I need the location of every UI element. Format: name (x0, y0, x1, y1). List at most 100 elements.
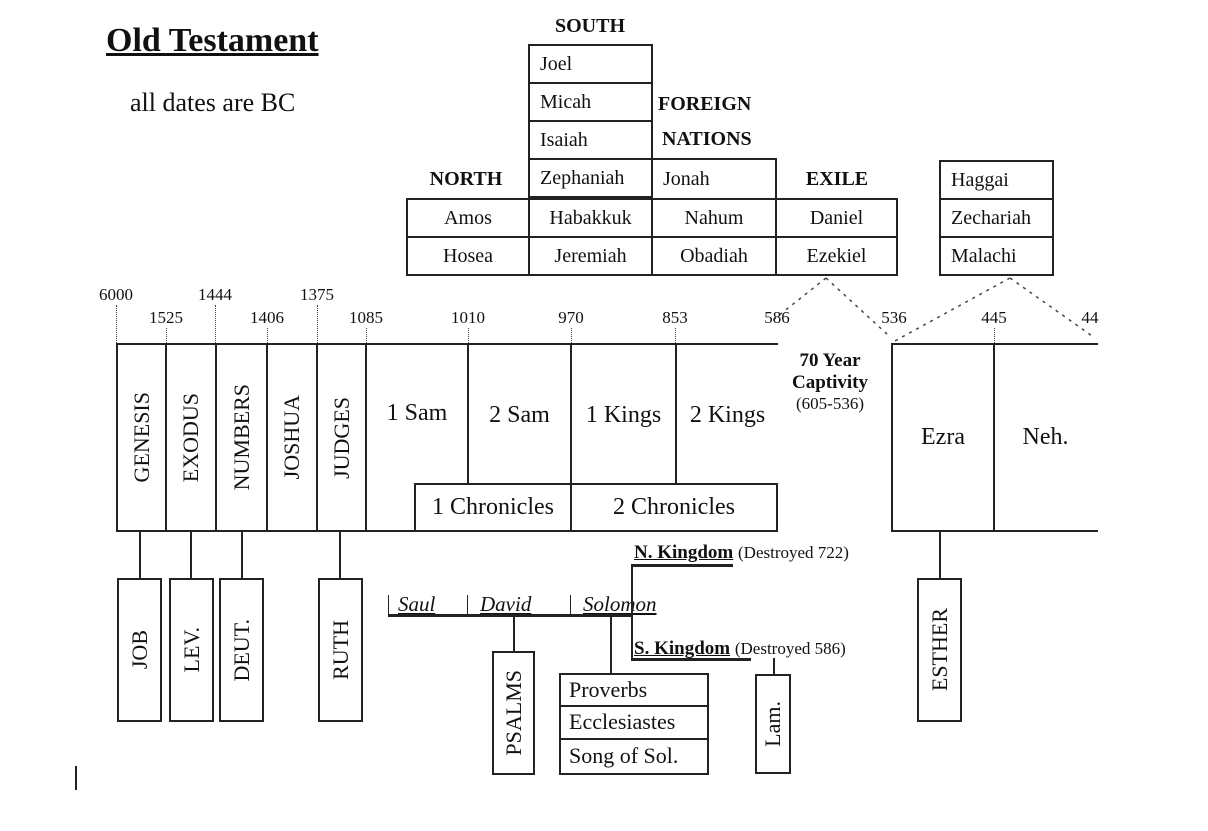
date-tick (267, 328, 268, 343)
n-kingdom-line (631, 564, 733, 567)
date-tick (571, 328, 572, 343)
s-kingdom-note: (Destroyed 586) (734, 639, 846, 658)
page-title: Old Testament (106, 22, 319, 59)
north-header: NORTH (429, 168, 503, 190)
king-solomon: Solomon (583, 592, 657, 616)
book-1-sam: 1 Sam (386, 399, 448, 426)
prophet-cell: Obadiah (651, 236, 777, 276)
book-judges: JUDGES (316, 343, 367, 532)
s-kingdom-label: S. Kingdom (Destroyed 586) (634, 638, 846, 660)
captivity-label: 70 Year Captivity (605-536) (780, 350, 880, 414)
book-proverbs: Proverbs (561, 675, 707, 708)
book-deuteronomy: DEUT. (219, 578, 264, 722)
prophet-cell: Ezekiel (775, 236, 898, 276)
book-2-chronicles: 2 Chronicles (570, 483, 778, 532)
book-label: DEUT. (228, 618, 254, 682)
prophet-cell: Habakkuk (528, 198, 653, 238)
book-label: PSALMS (500, 670, 526, 756)
stray-mark (75, 766, 77, 790)
book-numbers: NUMBERS (215, 343, 268, 532)
book-label: ESTHER (926, 608, 952, 692)
book-1-kings: 1 Kings (570, 343, 677, 485)
prophet-cell: Zephaniah (528, 158, 653, 198)
book-job: JOB (117, 578, 162, 722)
book-label: GENESIS (128, 392, 154, 483)
tick (570, 595, 571, 615)
book-2-kings: 2 Kings (675, 343, 778, 485)
n-kingdom-label: N. Kingdom (Destroyed 722) (634, 542, 849, 564)
n-kingdom-name: N. Kingdom (634, 542, 734, 563)
book-leviticus: LEV. (169, 578, 214, 722)
date-tick (675, 328, 676, 343)
book-lamentations: Lam. (755, 674, 791, 774)
king-saul: Saul (398, 592, 436, 616)
prophet-cell: Jeremiah (528, 236, 653, 276)
s-kingdom-name: S. Kingdom (634, 638, 731, 659)
book-label: Lam. (760, 701, 785, 747)
date-label: 6000 (99, 285, 133, 304)
date-label: 1444 (198, 285, 232, 304)
date-tick (166, 328, 167, 343)
book-genesis: GENESIS (116, 343, 167, 532)
date-label: 970 (558, 308, 584, 327)
s-kingdom-line (631, 658, 751, 661)
book-nehemiah: Neh. (993, 343, 1098, 532)
prophet-cell: Hosea (406, 236, 530, 276)
book-2-sam: 2 Sam (467, 343, 572, 485)
connector (139, 532, 141, 580)
date-tick (116, 305, 117, 343)
king-david: David (480, 592, 532, 616)
date-label: 536 (881, 308, 907, 327)
prophet-cell: Jonah (651, 158, 777, 200)
book-label: JOSHUA (279, 395, 304, 480)
exile-header: EXILE (805, 168, 869, 190)
book-ezra: Ezra (891, 343, 995, 532)
captivity-line3: (605-536) (796, 394, 864, 413)
book-song-of-solomon: Song of Sol. (569, 742, 679, 768)
page-subtitle: all dates are BC (130, 88, 296, 117)
captivity-line2: Captivity (792, 372, 868, 393)
south-header: SOUTH (554, 15, 626, 37)
connector (241, 532, 243, 580)
book-exodus: EXODUS (165, 343, 217, 532)
book-label: RUTH (327, 620, 353, 680)
tick (388, 595, 389, 615)
date-label: 1010 (451, 308, 485, 327)
book-label: JOB (126, 630, 152, 670)
foreign-header-2: NATIONS (662, 128, 752, 150)
book-1-chronicles: 1 Chronicles (414, 483, 572, 532)
book-esther: ESTHER (917, 578, 962, 722)
book-label: JUDGES (328, 396, 354, 479)
book-label: EXODUS (178, 392, 203, 483)
date-label: 853 (662, 308, 688, 327)
date-tick (994, 328, 995, 343)
kings-line (388, 614, 631, 617)
book-ecclesiastes: Ecclesiastes (561, 707, 707, 740)
prophet-cell: Amos (406, 198, 530, 238)
date-label: 1085 (349, 308, 383, 327)
book-psalms: PSALMS (492, 651, 535, 775)
wisdom-books: Proverbs Ecclesiastes Song of Sol. (559, 673, 709, 775)
book-label: NUMBERS (228, 384, 254, 491)
prophet-cell: Zechariah (939, 198, 1054, 238)
date-tick (366, 328, 367, 343)
connector (939, 532, 941, 580)
book-ruth: RUTH (318, 578, 363, 722)
date-label: 1406 (250, 308, 284, 327)
captivity-line1: 70 Year (799, 350, 861, 371)
connector (610, 615, 612, 674)
date-tick (215, 305, 216, 343)
prophet-cell: Malachi (939, 236, 1054, 276)
date-label: 44 (1081, 308, 1099, 327)
date-label: 1525 (149, 308, 183, 327)
date-tick (468, 328, 469, 343)
book-joshua: JOSHUA (266, 343, 318, 532)
connector (190, 532, 192, 580)
book-label: LEV. (178, 627, 204, 673)
date-label: 1375 (300, 285, 334, 304)
date-label: 586 (764, 308, 790, 327)
connector (513, 615, 515, 652)
foreign-header-1: FOREIGN (658, 93, 752, 115)
tick (467, 595, 468, 615)
